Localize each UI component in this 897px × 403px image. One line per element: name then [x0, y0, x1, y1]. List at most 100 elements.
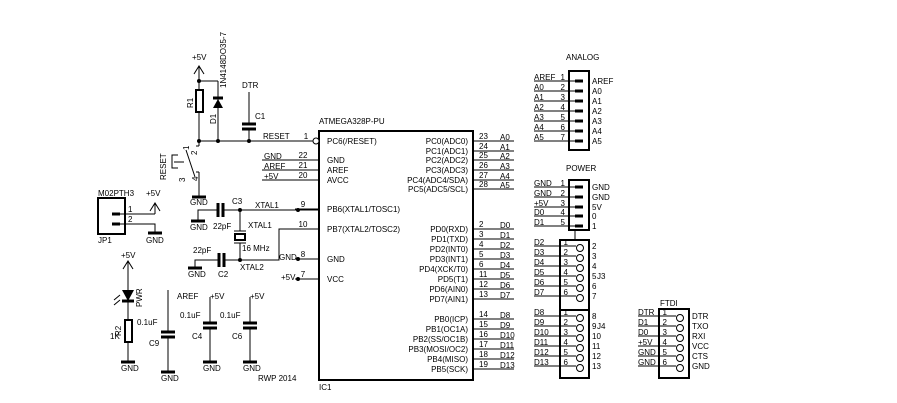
pin-socket-icon [676, 344, 684, 352]
ic-pin-name: PB0(ICP) [434, 315, 468, 324]
resistor-r2 [124, 319, 133, 343]
net-label: GND [264, 152, 282, 161]
pin-socket-icon [676, 334, 684, 342]
pin-label: 13 [592, 362, 601, 371]
pin-number: 2 [561, 189, 566, 198]
ic-pin-number: 6 [479, 260, 484, 269]
ic-pin-name: PB6(XTAL1/TOSC1) [327, 205, 400, 214]
pin7-vcc: +5V [281, 273, 296, 282]
pin-label: 8 [592, 312, 597, 321]
ic-pin-number: 15 [479, 320, 488, 329]
net-label: D0 [638, 328, 649, 337]
net-label: +5V [638, 338, 653, 347]
pin-number: 1 [564, 308, 569, 317]
net-label: D11 [534, 338, 549, 347]
r1: R1 [186, 97, 195, 108]
led-pwr-icon [122, 290, 134, 301]
net-label: D5 [534, 268, 545, 277]
ic-pin-number: 16 [479, 330, 488, 339]
ic-pin-number: 8 [301, 250, 306, 259]
ic-pin-name: PC6(/RESET) [327, 137, 377, 146]
net-label: A4 [534, 123, 544, 132]
c4-vcc: +5V [210, 292, 225, 301]
net-label: A5 [500, 181, 510, 190]
dtr: DTR [242, 81, 259, 90]
net-label: D8 [500, 311, 511, 320]
jp1-body [97, 197, 126, 235]
ic-pin-number: 26 [479, 161, 488, 170]
net-label: A1 [500, 143, 510, 152]
pin-number: 3 [564, 258, 569, 267]
ic-pin-number: 5 [479, 250, 484, 259]
pin8-gnd: GND [279, 253, 297, 262]
pin-label: 1 [592, 222, 597, 231]
ic-pin-name: PC0(ADC0) [426, 137, 469, 146]
net-label: GND [638, 348, 656, 357]
net-label: D1 [500, 231, 511, 240]
pin-label: AREF [592, 77, 613, 86]
c6-value: 0.1uF [220, 311, 241, 320]
pin-number: 1 [561, 179, 566, 188]
net-label: GND [534, 179, 552, 188]
d1-part: 1N4148DO35-7 [219, 31, 228, 88]
pin-number: 1 [564, 238, 569, 247]
net-label: D9 [500, 321, 511, 330]
jp1-pin2: 2 [128, 215, 133, 224]
pin-label: 3 [592, 252, 597, 261]
jp1-pin1: 1 [128, 205, 133, 214]
net-label: A0 [534, 83, 544, 92]
pin-label: A3 [592, 117, 602, 126]
ic-pin-name: PD6(AIN0) [429, 285, 468, 294]
ftdi-connector-body [658, 308, 690, 379]
labels: ATMEGA328P-PUIC11PC6(/RESET)22GNDGND21AR… [98, 31, 710, 392]
gnd-switch: GND [190, 198, 208, 207]
net-label: D10 [534, 328, 549, 337]
sw-pin1: 1 [182, 145, 191, 150]
ic-pin-name: PB5(SCK) [431, 365, 468, 374]
ic-pin-number: 28 [479, 180, 488, 189]
junction-dot [296, 257, 300, 261]
pin-number: 6 [564, 358, 569, 367]
net-label: D13 [534, 358, 549, 367]
net-label: A3 [500, 162, 510, 171]
pin-number: 6 [564, 288, 569, 297]
pin-label: 0 [592, 212, 597, 221]
net-label: D6 [534, 278, 545, 287]
net-label: A0 [500, 133, 510, 142]
pin-socket-icon [576, 334, 584, 342]
ic-pin-name: AVCC [327, 176, 349, 185]
ic-pin-name: PD2(INT0) [430, 245, 469, 254]
pin-socket-icon [676, 364, 684, 372]
pin-number: 5 [564, 278, 569, 287]
ic-pin-number: 13 [479, 290, 488, 299]
ic-pin-name: PD4(XCK/T0) [419, 265, 468, 274]
ic-pin-name: PC2(ADC2) [426, 156, 469, 165]
ic-pin-number: 18 [479, 350, 488, 359]
pin-number: 4 [561, 208, 566, 217]
ic-pin-number: 19 [479, 360, 488, 369]
net-label: D9 [534, 318, 545, 327]
pin-socket-icon [576, 354, 584, 362]
pin-label: CTS [692, 352, 708, 361]
ic-pin-number: 3 [479, 230, 484, 239]
pin-socket-icon [576, 274, 584, 282]
net-label: D12 [534, 348, 549, 357]
ic-pin-name: PB3(MOSI/OC2) [408, 345, 468, 354]
wire [120, 223, 156, 233]
wire [240, 228, 295, 261]
jp1-part: M02PTH3 [98, 189, 135, 198]
sw-pin4: 4 [191, 176, 200, 181]
pin-number: 4 [564, 338, 569, 347]
r2-value: 1K [110, 332, 120, 341]
led-light-arrow [113, 299, 121, 306]
pin-label: 2 [592, 242, 597, 251]
junction-dot [197, 79, 201, 83]
c3-value: 22pF [213, 222, 231, 231]
pin-socket-icon [676, 314, 684, 322]
jp1-name: JP1 [98, 236, 112, 245]
ic-pin-number: 21 [299, 161, 308, 170]
j4-title: J4 [597, 322, 606, 331]
ic-pin-number: 10 [299, 220, 308, 229]
net-label: DTR [638, 308, 655, 317]
